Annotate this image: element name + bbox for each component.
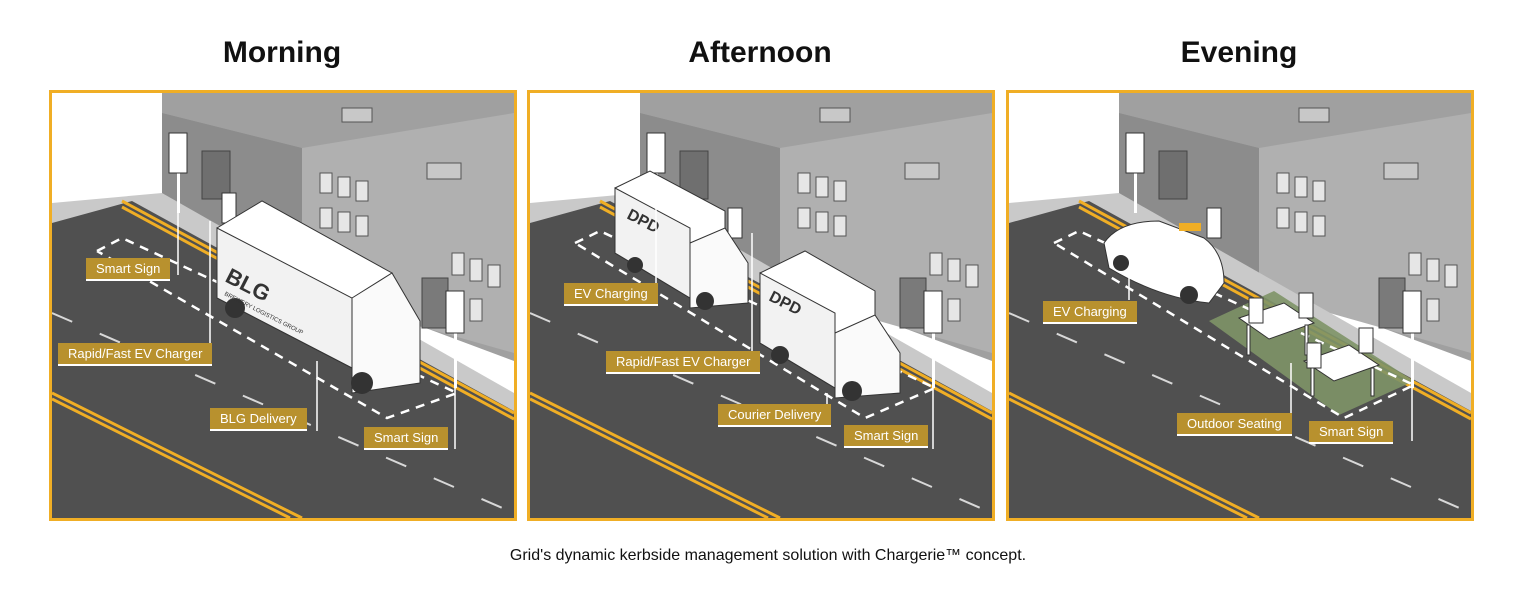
smart-sign-post bbox=[454, 323, 457, 388]
door bbox=[1378, 277, 1406, 329]
lane-marking bbox=[1009, 312, 1471, 514]
afternoon-scene: DPD DPD bbox=[530, 93, 992, 518]
panel-title-morning: Morning bbox=[222, 36, 342, 69]
road-edge-line bbox=[530, 397, 769, 518]
label-ev-charger: Rapid/Fast EV Charger bbox=[58, 343, 213, 366]
label-delivery: Courier Delivery bbox=[718, 404, 832, 427]
rooftop-vent bbox=[341, 107, 373, 123]
ev-car bbox=[1103, 220, 1225, 304]
smart-sign bbox=[1402, 290, 1422, 334]
outdoor-tables bbox=[1237, 292, 1381, 397]
bay-outline bbox=[1053, 229, 1417, 420]
smart-sign bbox=[923, 290, 943, 334]
smart-sign-post bbox=[1411, 323, 1414, 388]
panel-afternoon: DPD DPD EV Charging Rapid/Fast EV Charge… bbox=[527, 90, 995, 521]
door bbox=[899, 277, 927, 329]
lane-marking bbox=[52, 312, 514, 514]
road-edge-line bbox=[52, 397, 291, 518]
smart-sign bbox=[1125, 132, 1145, 174]
delivery-truck: BLG BREWERY LOGISTICS GROUP bbox=[216, 200, 421, 394]
road-edge-line bbox=[530, 391, 781, 518]
panel-title-afternoon: Afternoon bbox=[688, 36, 832, 69]
delivery-truck: DPD bbox=[759, 250, 901, 401]
smart-sign bbox=[168, 132, 188, 174]
door bbox=[1158, 150, 1188, 200]
rooftop-vent bbox=[426, 162, 462, 180]
rooftop-vent bbox=[1383, 162, 1419, 180]
rooftop-vent bbox=[904, 162, 940, 180]
building-windows bbox=[319, 172, 501, 322]
label-outdoor-seating: Outdoor Seating bbox=[1177, 413, 1292, 436]
label-delivery: BLG Delivery bbox=[210, 408, 307, 431]
road-edge-line bbox=[1009, 391, 1260, 518]
label-ev-charging: EV Charging bbox=[1043, 301, 1137, 324]
smart-sign bbox=[646, 132, 666, 174]
road-edge-line bbox=[1009, 397, 1248, 518]
label-smart-sign: Smart Sign bbox=[364, 427, 449, 450]
panel-title-evening: Evening bbox=[1180, 36, 1298, 69]
road-edge-line bbox=[52, 391, 303, 518]
label-smart-sign: Smart Sign bbox=[844, 425, 929, 448]
smart-sign-post bbox=[177, 163, 180, 213]
building-windows bbox=[1276, 172, 1458, 322]
figure-caption: Grid's dynamic kerbside management solut… bbox=[509, 547, 1027, 564]
bay-outline bbox=[574, 229, 939, 420]
smart-sign-post bbox=[932, 323, 935, 388]
delivery-truck: DPD bbox=[614, 170, 749, 310]
label-ev-charging: EV Charging bbox=[564, 283, 658, 306]
smart-sign-post bbox=[1134, 163, 1137, 213]
leader-lines bbox=[177, 203, 456, 449]
smart-sign bbox=[445, 290, 465, 334]
bay-outline bbox=[96, 236, 461, 420]
panel-morning: BLG BREWERY LOGISTICS GROUP Smart Sign R… bbox=[49, 90, 517, 521]
morning-scene: BLG BREWERY LOGISTICS GROUP bbox=[52, 93, 514, 518]
ev-charger bbox=[727, 207, 743, 239]
door bbox=[201, 150, 231, 200]
lane-marking bbox=[530, 312, 992, 514]
ev-charger bbox=[1206, 207, 1222, 239]
label-smart-sign: Smart Sign bbox=[86, 258, 171, 281]
panel-evening: EV Charging Outdoor Seating Smart Sign bbox=[1006, 90, 1474, 521]
label-smart-sign: Smart Sign bbox=[1309, 421, 1394, 444]
rooftop-vent bbox=[819, 107, 851, 123]
rooftop-vent bbox=[1298, 107, 1330, 123]
door bbox=[421, 277, 449, 329]
label-ev-charger: Rapid/Fast EV Charger bbox=[606, 351, 761, 374]
